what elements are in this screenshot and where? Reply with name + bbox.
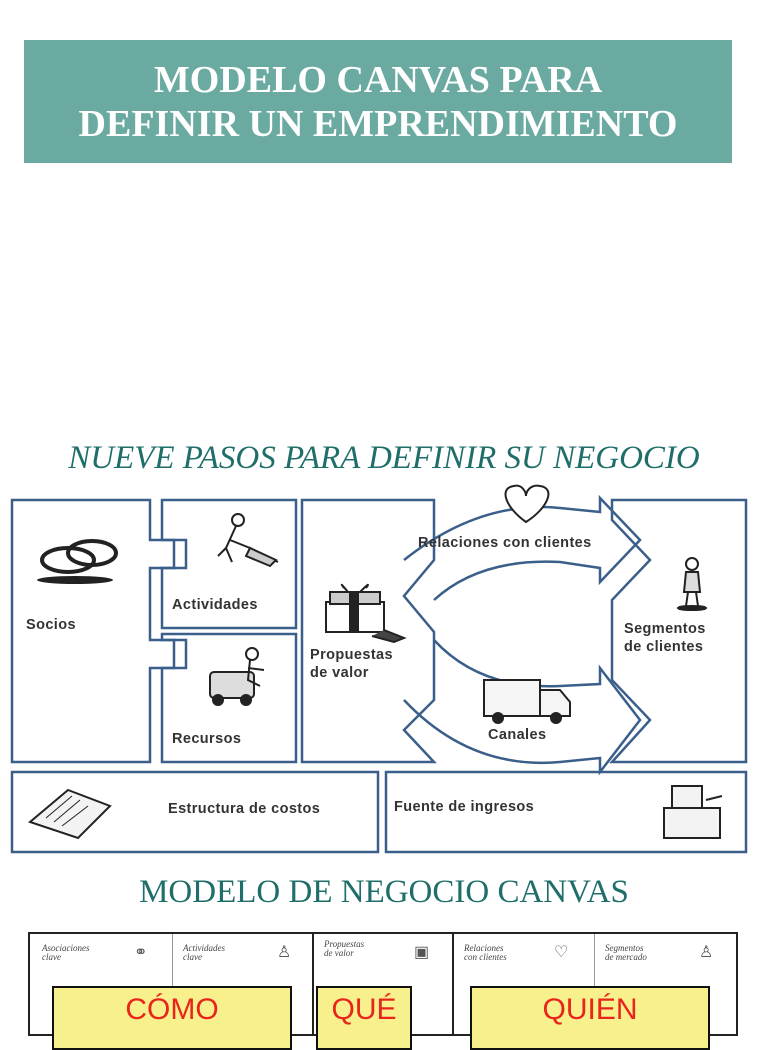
mini-cell-segmentos: Segmentos de mercado ♙: [594, 934, 737, 1034]
mini-cell-relaciones: Relaciones con clientes ♡: [452, 934, 594, 1034]
label-ingresos: Fuente de ingresos: [394, 799, 535, 815]
label-costos: Estructura de costos: [168, 801, 321, 817]
worker-icon: [217, 513, 279, 568]
heart-icon: [504, 484, 550, 524]
mini-heart-icon: ♡: [554, 944, 569, 961]
mini-person-icon: ♙: [699, 944, 714, 961]
box-como: CÓMO: [52, 986, 292, 1050]
label-recursos: Recursos: [172, 731, 242, 747]
mini-label-segmentos: Segmentos de mercado: [605, 943, 647, 962]
mini-label-asociaciones: Asociaciones clave: [42, 943, 90, 962]
title-line-2: DEFINIR UN EMPRENDIMIENTO: [78, 102, 678, 145]
mini-canvas: Asociaciones clave ⚭ Actividades clave ♙…: [28, 932, 738, 1050]
section-heading-pasos: NUEVE PASOS PARA DEFINIR SU NEGOCIO: [68, 440, 700, 476]
canvas-diagram: [10, 484, 748, 854]
label-socios: Socios: [26, 617, 76, 633]
title-line-1: MODELO CANVAS PARA: [153, 58, 603, 101]
box-quien: QUIÉN: [470, 986, 710, 1050]
section-heading-canvas: MODELO DE NEGOCIO CANVAS: [139, 874, 629, 910]
rings-icon: [37, 539, 118, 584]
label-propuestas-2: de valor: [310, 665, 369, 681]
box-que: QUÉ: [316, 986, 412, 1050]
cash-register-icon: [663, 785, 723, 839]
socios-block: [10, 498, 176, 764]
mini-cell-actividades: Actividades clave ♙: [172, 934, 309, 1034]
relaciones-arrow: [403, 494, 642, 601]
mini-rings-icon: ⚭: [134, 944, 148, 961]
label-segmentos-1: Segmentos: [624, 621, 706, 637]
label-relaciones: Relaciones con clientes: [418, 535, 592, 551]
ingresos-block: [384, 770, 748, 854]
mini-cell-asociaciones: Asociaciones clave ⚭: [30, 934, 170, 1034]
truck-icon: [483, 679, 571, 724]
label-canales: Canales: [488, 727, 547, 743]
mini-label-actividades: Actividades clave: [183, 943, 225, 962]
mini-label-relaciones: Relaciones con clientes: [464, 943, 507, 962]
mini-cell-propuestas: Propuestas de valor ▣: [312, 934, 452, 1034]
gift-icon: [325, 583, 407, 644]
mini-worker-icon: ♙: [277, 944, 292, 961]
costos-block: [10, 770, 380, 854]
recursos-block: [160, 632, 298, 764]
actividades-block: [160, 498, 298, 630]
propuestas-block: [300, 498, 437, 764]
mini-gift-icon: ▣: [414, 944, 430, 961]
label-segmentos-2: de clientes: [624, 639, 704, 655]
forklift-icon: [209, 647, 265, 706]
label-actividades: Actividades: [172, 597, 258, 613]
receipt-icon: [27, 788, 112, 840]
person-icon: [677, 557, 707, 611]
segmentos-block: [609, 498, 748, 764]
label-propuestas-1: Propuestas: [310, 647, 393, 663]
title-banner: MODELO CANVAS PARA DEFINIR UN EMPRENDIMI…: [24, 40, 732, 163]
mini-label-propuestas: Propuestas de valor: [324, 939, 365, 958]
